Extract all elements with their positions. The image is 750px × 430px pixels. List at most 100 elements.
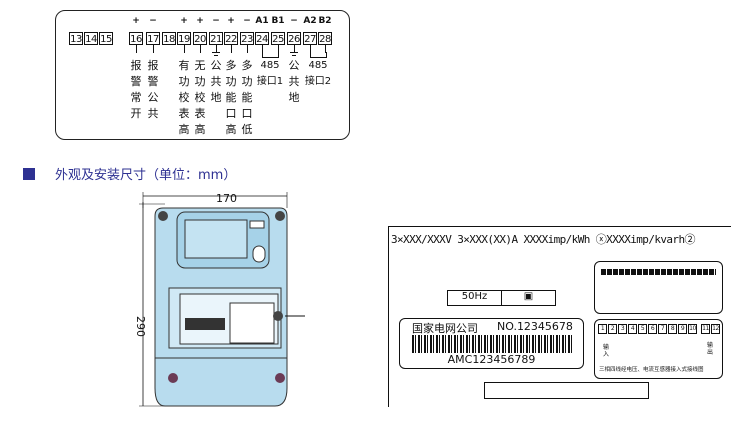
terminal-17: 17	[146, 32, 160, 45]
ground-icon	[212, 52, 220, 58]
label-char: 报	[130, 59, 142, 72]
width-dimension: 170	[216, 192, 237, 205]
label-char: 表	[194, 107, 206, 120]
terminal-20: 20	[193, 32, 207, 45]
label-char: 报	[147, 59, 159, 72]
rs485-bracket	[262, 52, 279, 58]
label-char: 开	[130, 107, 142, 120]
spec-line: 3×XXX/XXXV 3×XXX(XX)A XXXXimp/kWh ⓧXXXXi…	[391, 233, 695, 246]
polarity-label: A1	[255, 16, 269, 26]
label-char: 有	[178, 59, 190, 72]
terminal-14: 14	[84, 32, 98, 45]
barcode	[412, 335, 574, 353]
label-char: 功	[225, 75, 237, 88]
terminal-19: 19	[177, 32, 191, 45]
terminal-lead	[153, 45, 154, 53]
terminal-lead	[310, 45, 311, 53]
polarity-label: A2	[303, 16, 317, 26]
terminal-lead	[184, 45, 185, 53]
terminal-22: 22	[224, 32, 238, 45]
wiring-terminal: 9	[678, 324, 687, 334]
label-char: 高	[178, 123, 190, 136]
heading-text: 外观及安装尺寸（单位：mm）	[55, 168, 237, 183]
terminal-18: 18	[162, 32, 176, 45]
terminal-function-label: 公共地	[210, 58, 222, 106]
serial-number: NO.12345678	[497, 320, 573, 333]
label-char: 表	[178, 107, 190, 120]
terminal-16: 16	[129, 32, 143, 45]
polarity-label: −	[243, 16, 251, 26]
polarity-label: +	[132, 16, 140, 26]
terminal-lead	[262, 45, 263, 53]
terminal-function-label: 多功能口低	[241, 58, 253, 138]
terminal-lead	[216, 45, 217, 53]
terminal-function-label: 报警常开	[130, 58, 142, 122]
terminal-lead	[278, 45, 279, 53]
terminal-lead	[231, 45, 232, 53]
label-char: 无	[194, 59, 206, 72]
ground-icon	[290, 52, 298, 58]
barcode-card: 国家电网公司 NO.12345678 AMC123456789	[399, 318, 584, 369]
label-line: 接口1	[256, 76, 284, 87]
rs485-bracket	[310, 52, 327, 58]
label-char: 公	[147, 91, 159, 104]
terminal-lead	[136, 45, 137, 53]
label-char: 多	[225, 59, 237, 72]
label-char: 公	[210, 59, 222, 72]
barcode-text: AMC123456789	[447, 353, 536, 366]
frequency-box: 50Hz ▣	[447, 290, 556, 306]
heading-bullet-icon	[23, 168, 35, 180]
out-label: 输出	[707, 342, 714, 356]
terminal-function-label: 公共地	[288, 58, 300, 106]
label-char: 功	[241, 75, 253, 88]
wiring-terminal: 4	[628, 324, 637, 334]
owner: 国家电网公司	[412, 322, 478, 335]
polarity-label: +	[196, 16, 204, 26]
label-line: 接口2	[304, 76, 332, 87]
terminal-24: 24	[255, 32, 269, 45]
terminal-23: 23	[240, 32, 254, 45]
terminal-lead	[247, 45, 248, 53]
mini-terminal-diagram	[594, 261, 723, 314]
wiring-terminal: 2	[608, 324, 617, 334]
label-char: 能	[225, 91, 237, 104]
polarity-label: +	[180, 16, 188, 26]
diagram-caption: 三相四线经电压、电流互感器接入式接线图	[599, 367, 704, 373]
terminal-25: 25	[271, 32, 285, 45]
label-char: 多	[241, 59, 253, 72]
terminal-function-label: 无功校表高	[194, 58, 206, 138]
terminal-26: 26	[287, 32, 301, 45]
label-char: 警	[147, 75, 159, 88]
label-char: 口	[225, 107, 237, 120]
nameplate-label: 3×XXX/XXXV 3×XXX(XX)A XXXXimp/kWh ⓧXXXXi…	[388, 226, 731, 407]
wiring-terminal: 1	[598, 324, 607, 334]
polarity-label: B1	[271, 16, 285, 26]
terminal-15: 15	[99, 32, 113, 45]
label-char: 口	[241, 107, 253, 120]
label-char: 高	[194, 123, 206, 136]
terminal-function-label: 有功校表高	[178, 58, 190, 138]
wiring-terminal: 8	[668, 324, 677, 334]
frequency: 50Hz	[448, 291, 502, 305]
section-heading: 外观及安装尺寸（单位：mm）	[23, 164, 236, 183]
label-char: 公	[288, 59, 300, 72]
label-char: 地	[210, 91, 222, 104]
label-char: 低	[241, 123, 253, 136]
wiring-terminal: 3	[618, 324, 627, 334]
polarity-label: +	[227, 16, 235, 26]
polarity-label: B2	[318, 16, 332, 26]
label-char: 共	[210, 75, 222, 88]
wiring-terminal: 6	[648, 324, 657, 334]
polarity-label: −	[290, 16, 298, 26]
terminal-27: 27	[303, 32, 317, 45]
wiring-terminal: 5	[638, 324, 647, 334]
wiring-terminal: 7	[658, 324, 667, 334]
label-line: 485	[260, 60, 280, 71]
label-char: 功	[194, 75, 206, 88]
label-char: 警	[130, 75, 142, 88]
label-char: 高	[225, 123, 237, 136]
